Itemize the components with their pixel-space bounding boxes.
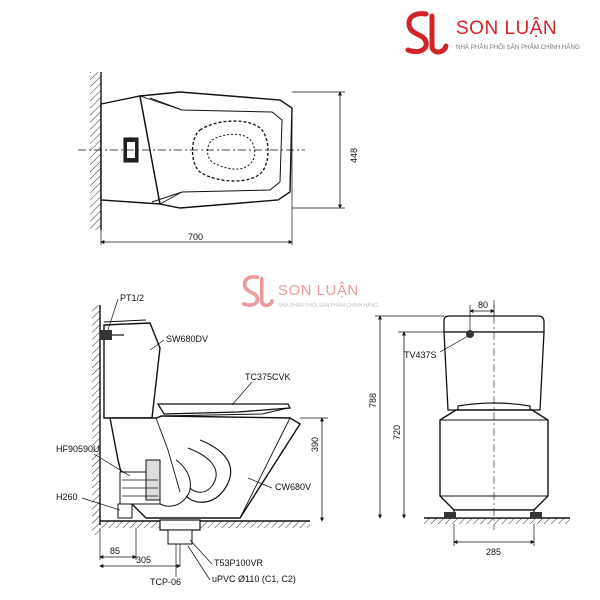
dim-offset-85: 85 bbox=[110, 546, 120, 556]
floor-flange bbox=[159, 519, 201, 531]
dim-total-height: 788 bbox=[368, 393, 378, 408]
watermark-name: SON LUẬN bbox=[278, 282, 359, 299]
label-tcp: TCP-06 bbox=[150, 577, 181, 587]
brand-logo: SON LUẬN NHÀ PHÂN PHỐI SẢN PHẨM CHÍNH HÃ… bbox=[400, 8, 595, 60]
dim-bowl-height: 390 bbox=[310, 437, 320, 452]
brand-name: SON LUẬN bbox=[456, 18, 558, 39]
label-pt: PT1/2 bbox=[120, 293, 144, 303]
dim-width-448: 448 bbox=[349, 148, 359, 163]
seat-side-outline bbox=[156, 403, 292, 415]
label-height-bolt: H260 bbox=[56, 492, 78, 502]
watermark-mark-icon bbox=[242, 275, 274, 308]
bowl-top-outline bbox=[139, 91, 293, 209]
front-view: 80 TV437S 788 720 285 bbox=[368, 300, 570, 557]
label-pipe: uPVC Ø110 (C1, C2) bbox=[212, 574, 296, 584]
dim-top-width: 80 bbox=[478, 300, 488, 310]
wall-hatch-top bbox=[90, 72, 101, 230]
brand-tagline: NHÀ PHÂN PHỐI SẢN PHẨM CHÍNH HÃNG bbox=[456, 44, 580, 51]
top-view: 700 448 bbox=[78, 72, 359, 245]
floor-hatch-side bbox=[100, 521, 310, 528]
label-trap: HF90590U bbox=[56, 444, 100, 454]
dim-length-700: 700 bbox=[188, 232, 203, 242]
brand-mark-icon bbox=[405, 11, 449, 55]
tank-side-outline bbox=[103, 322, 161, 419]
dim-base-width: 285 bbox=[486, 547, 501, 557]
dim-rough-in: 305 bbox=[136, 555, 151, 565]
label-seat: TC375CVK bbox=[245, 372, 291, 382]
floor-hatch-front bbox=[424, 518, 570, 524]
label-flange: T53P100VR bbox=[214, 558, 264, 568]
label-tank: SW680DV bbox=[166, 334, 208, 344]
supply-valve-icon bbox=[100, 330, 112, 340]
dim-seat-height: 720 bbox=[392, 425, 402, 440]
height-bolt bbox=[117, 503, 133, 519]
watermark-logo: SON LUẬN NHÀ PHÂN PHỐI SẢN PHẨM CHÍNH HÃ… bbox=[238, 272, 398, 316]
label-valve: TV437S bbox=[404, 350, 437, 360]
wall-hatch-side bbox=[92, 305, 100, 535]
side-view: PT1/2 SW680DV TC375CVK HF90590U CW680V H… bbox=[56, 293, 328, 587]
label-bowl: CW680V bbox=[275, 482, 311, 492]
watermark-tagline: NHÀ PHÂN PHỐI SẢN PHẨM CHÍNH HÃNG bbox=[278, 303, 379, 309]
